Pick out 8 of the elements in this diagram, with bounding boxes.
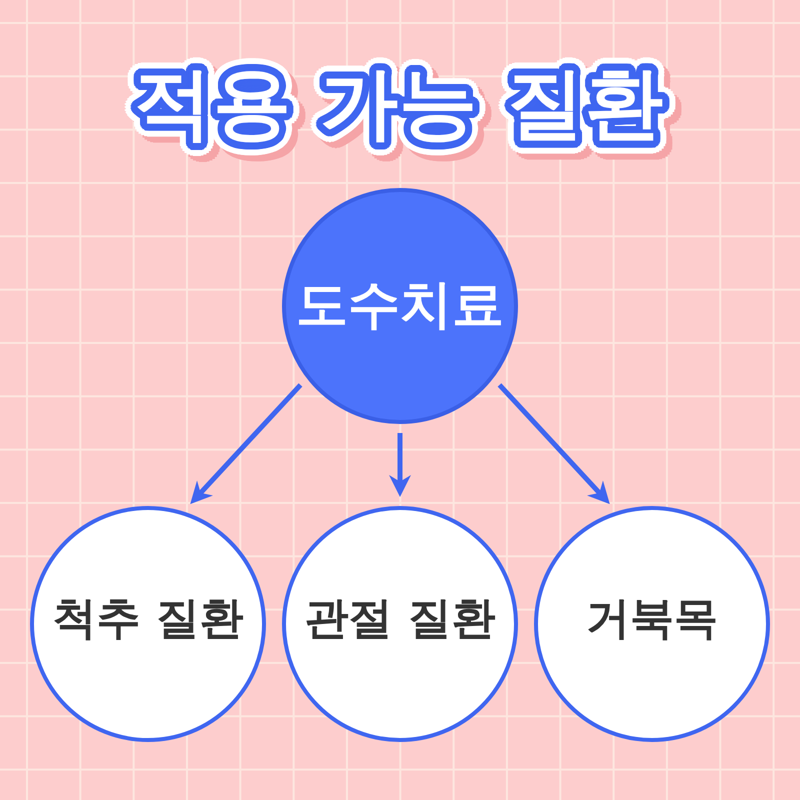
arrow: [190, 383, 302, 504]
arrow: [389, 433, 411, 497]
node-label: 관절 질환: [304, 594, 496, 644]
node-label: 도수치료: [296, 276, 504, 336]
node-label: 거북목: [586, 594, 718, 644]
arrow: [498, 383, 610, 504]
title: 적용 가능 질환: [132, 58, 666, 151]
node-label: 척추 질환: [52, 594, 244, 644]
